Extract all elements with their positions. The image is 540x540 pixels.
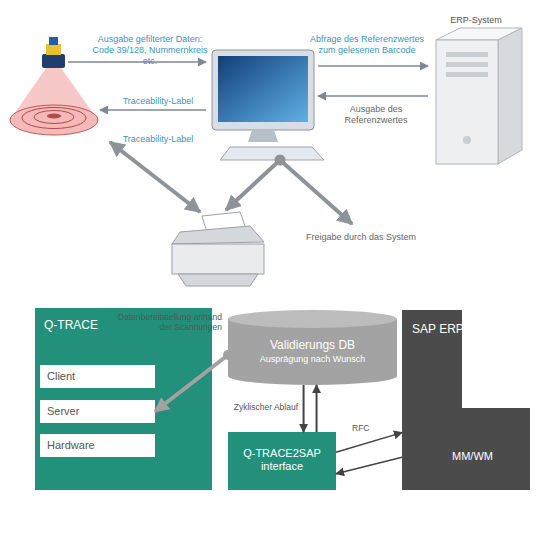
printer-top — [172, 226, 264, 244]
database-cylinder-shape — [228, 319, 397, 385]
component-name: Hardware — [47, 439, 151, 451]
connector — [316, 385, 317, 432]
reel-ring — [22, 108, 86, 129]
release-arrow — [280, 160, 352, 224]
monitor-stand — [248, 130, 278, 142]
erp-block: SAP ERP MM/WM — [402, 310, 530, 490]
flow-note: Ausgabe gefilterter Daten: Code 39/128, … — [86, 34, 214, 67]
connector — [155, 350, 233, 412]
flow-note: Traceability-Label — [112, 134, 204, 145]
printer-body — [172, 244, 264, 274]
reply-arrow — [318, 95, 428, 97]
flow-note: Abfrage des Referenzwertes zum gelesenen… — [308, 34, 426, 56]
component-name: Server — [47, 405, 151, 417]
server-slot — [446, 72, 488, 77]
flow-note: Traceability-Label — [112, 96, 204, 107]
connector — [303, 385, 304, 432]
component-box: Hardware — [40, 434, 155, 457]
interface-box: Q-TRACE2SAP interface — [228, 432, 336, 490]
connector — [336, 457, 402, 474]
reel-hub — [47, 114, 61, 119]
server-button — [463, 136, 471, 144]
print-arrow — [110, 142, 200, 212]
erp-block-outline — [402, 310, 530, 490]
printer — [172, 212, 264, 286]
monitor-frame — [212, 50, 314, 130]
component-box: Client — [40, 365, 155, 388]
junction-dot — [275, 155, 286, 166]
print-arrow — [226, 160, 280, 210]
database-cylinder-shape — [228, 310, 397, 328]
scanner-body — [42, 54, 65, 68]
computer — [212, 50, 324, 160]
reel — [10, 105, 98, 135]
database-name: Validierungs DB — [228, 338, 397, 352]
server-slot — [446, 62, 488, 67]
connector-line — [316, 385, 318, 432]
printer-tray — [178, 274, 258, 286]
device-label: ERP-System — [440, 15, 512, 26]
flow-arrows — [68, 62, 428, 224]
interface-name: Q-TRACE2SAP interface — [232, 447, 332, 473]
scanner-cap — [49, 37, 58, 45]
scanner-reel — [10, 37, 98, 135]
system-title: Q-TRACE — [44, 318, 98, 332]
data-arrow — [68, 61, 206, 63]
query-arrow — [318, 65, 428, 67]
edge-label: Zyklischer Ablauf — [218, 402, 298, 412]
flow-note: Freigabe durch das System — [306, 232, 446, 243]
erp-block-shape — [402, 310, 530, 490]
erp-name: SAP ERP — [412, 322, 464, 336]
connector-line — [336, 457, 402, 474]
scanner-top — [46, 44, 61, 55]
erp-server — [436, 28, 522, 164]
edge-label: RFC — [352, 423, 392, 433]
system-box: Q-TRACE ClientServerHardware — [35, 308, 212, 490]
label-arrow — [100, 109, 206, 111]
server-slot — [446, 52, 488, 57]
connector-line — [303, 385, 305, 432]
connector — [336, 433, 402, 453]
connector-dot — [223, 350, 233, 360]
component-box: Server — [40, 400, 155, 423]
connector-line — [336, 433, 402, 453]
database-note: Ausprägung nach Wunsch — [228, 354, 397, 364]
server-side — [498, 28, 522, 164]
keyboard — [220, 147, 324, 160]
database-cylinder: Validierungs DB Ausprägung nach Wunsch — [228, 310, 397, 385]
monitor-screen — [218, 56, 308, 122]
server-front — [436, 40, 498, 164]
module-name: MM/WM — [452, 450, 526, 462]
component-name: Client — [47, 370, 151, 382]
edge-label: Datenbereitstellung anhand der Scannunge… — [116, 312, 222, 332]
connector-line — [155, 355, 228, 412]
module-block: MM/WM — [402, 408, 530, 490]
reel-ring — [34, 111, 74, 124]
flow-note: Ausgabe des Referenzwertes — [330, 104, 422, 126]
